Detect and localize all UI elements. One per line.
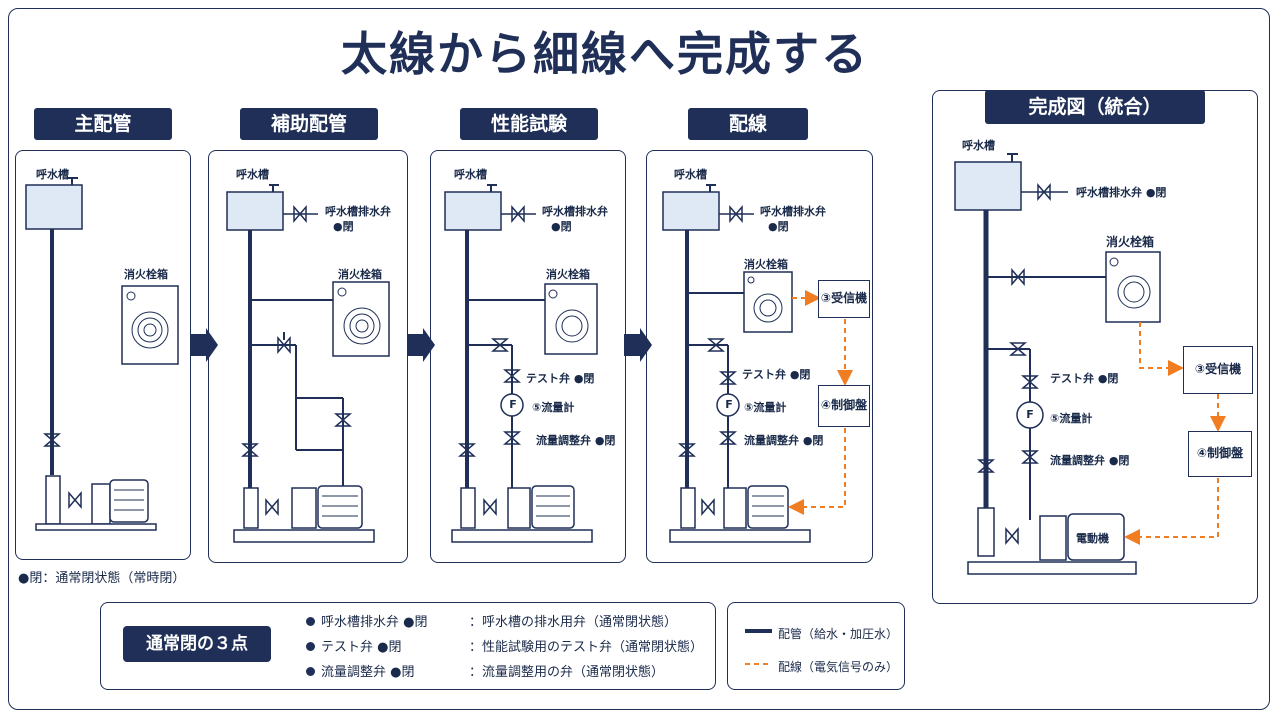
final-hydrant-label: 消火栓箱 (1106, 235, 1155, 249)
final-tank-label: 呼水槽 (962, 139, 995, 152)
legend-pipe-text: 配管（給水・加圧水） (778, 627, 899, 641)
page-title: 太線から細線へ完成する (341, 27, 869, 81)
p2-drain-closed: ●閉 (333, 220, 354, 233)
step-arrow-2 (407, 328, 435, 362)
p2-hydrant-label: 消火栓箱 (338, 268, 382, 281)
final-flow-adj: 流量調整弁 ●閉 (1050, 454, 1130, 467)
p3-test-valve: テスト弁 ●閉 (526, 372, 595, 385)
panel4-drawing (662, 184, 853, 543)
p4-receiver-box: ③受信機 (818, 280, 870, 318)
summary-row: 流量調整弁 ●閉：流量調整用の弁（通常閉状態） (306, 661, 664, 680)
summary-box: 通常閉の３点 呼水槽排水弁 ●閉：呼水槽の排水用弁（通常閉状態） テスト弁 ●閉… (100, 602, 716, 690)
legend-wire-text: 配線（電気信号のみ） (778, 660, 899, 674)
p1-hydrant-label: 消火栓箱 (124, 268, 168, 281)
p3-flow-adj: 流量調整弁 ●閉 (536, 434, 616, 447)
p3-drain-label: 呼水槽排水弁 (542, 205, 608, 218)
final-drawing (954, 153, 1226, 575)
panel2-drawing (226, 184, 390, 543)
summary-row: 呼水槽排水弁 ●閉：呼水槽の排水用弁（通常閉状態） (306, 611, 677, 630)
p4-control-box: ④制御盤 (818, 385, 870, 427)
final-control-box: ④制御盤 (1188, 431, 1252, 477)
p3-flowmeter: ⑤流量計 (532, 401, 575, 414)
outer-frame (8, 8, 1270, 710)
p3-tank-label: 呼水槽 (454, 168, 487, 181)
bullet-icon (306, 667, 315, 676)
summary-row: テスト弁 ●閉：性能試験用のテスト弁（通常閉状態） (306, 636, 703, 655)
summary-tag: 通常閉の３点 (123, 626, 271, 662)
p4-drain-label: 呼水槽排水弁 (760, 205, 826, 218)
p4-flowmeter: ⑤流量計 (744, 401, 787, 414)
p3-flow-symbol: F (509, 398, 517, 411)
p2-tank-label: 呼水槽 (236, 168, 269, 181)
p3-hydrant-label: 消火栓箱 (546, 268, 590, 281)
p4-flow-adj: 流量調整弁 ●閉 (744, 434, 824, 447)
p4-tank-label: 呼水槽 (674, 168, 707, 181)
p4-flow-symbol: F (725, 398, 733, 411)
step-arrow-3 (624, 328, 652, 362)
final-flow-symbol: F (1026, 408, 1034, 421)
legend-box: 配管（給水・加圧水） 配線（電気信号のみ） (727, 602, 905, 690)
p2-drain-label: 呼水槽排水弁 (325, 205, 391, 218)
p4-hydrant-label: 消火栓箱 (744, 258, 788, 271)
p1-tank-label: 呼水槽 (36, 168, 69, 181)
panel1-drawing (25, 177, 179, 531)
bullet-icon (306, 617, 315, 626)
step-arrow-1 (190, 328, 218, 362)
p3-drain-closed: ●閉 (551, 220, 572, 233)
final-motor-label: 電動機 (1076, 532, 1109, 545)
final-flowmeter: ⑤流量計 (1050, 412, 1093, 425)
p4-test-valve: テスト弁 ●閉 (742, 368, 811, 381)
stage-label-wiring: 配線 (688, 108, 808, 140)
bullet-icon (306, 642, 315, 651)
stage-label-performance-test: 性能試験 (460, 108, 598, 140)
stage-label-aux-pipe: 補助配管 (240, 108, 378, 140)
stage-label-main-pipe: 主配管 (34, 108, 172, 140)
panel3-drawing (444, 184, 598, 543)
final-test-valve: テスト弁 ●閉 (1050, 372, 1119, 385)
final-label: 完成図（統合） (985, 90, 1205, 124)
closed-note: ●閉：通常閉状態（常時閉） (18, 571, 186, 586)
final-receiver-box: ③受信機 (1183, 346, 1253, 394)
final-drain-label: 呼水槽排水弁 ●閉 (1076, 186, 1167, 199)
p4-drain-closed: ●閉 (768, 220, 789, 233)
